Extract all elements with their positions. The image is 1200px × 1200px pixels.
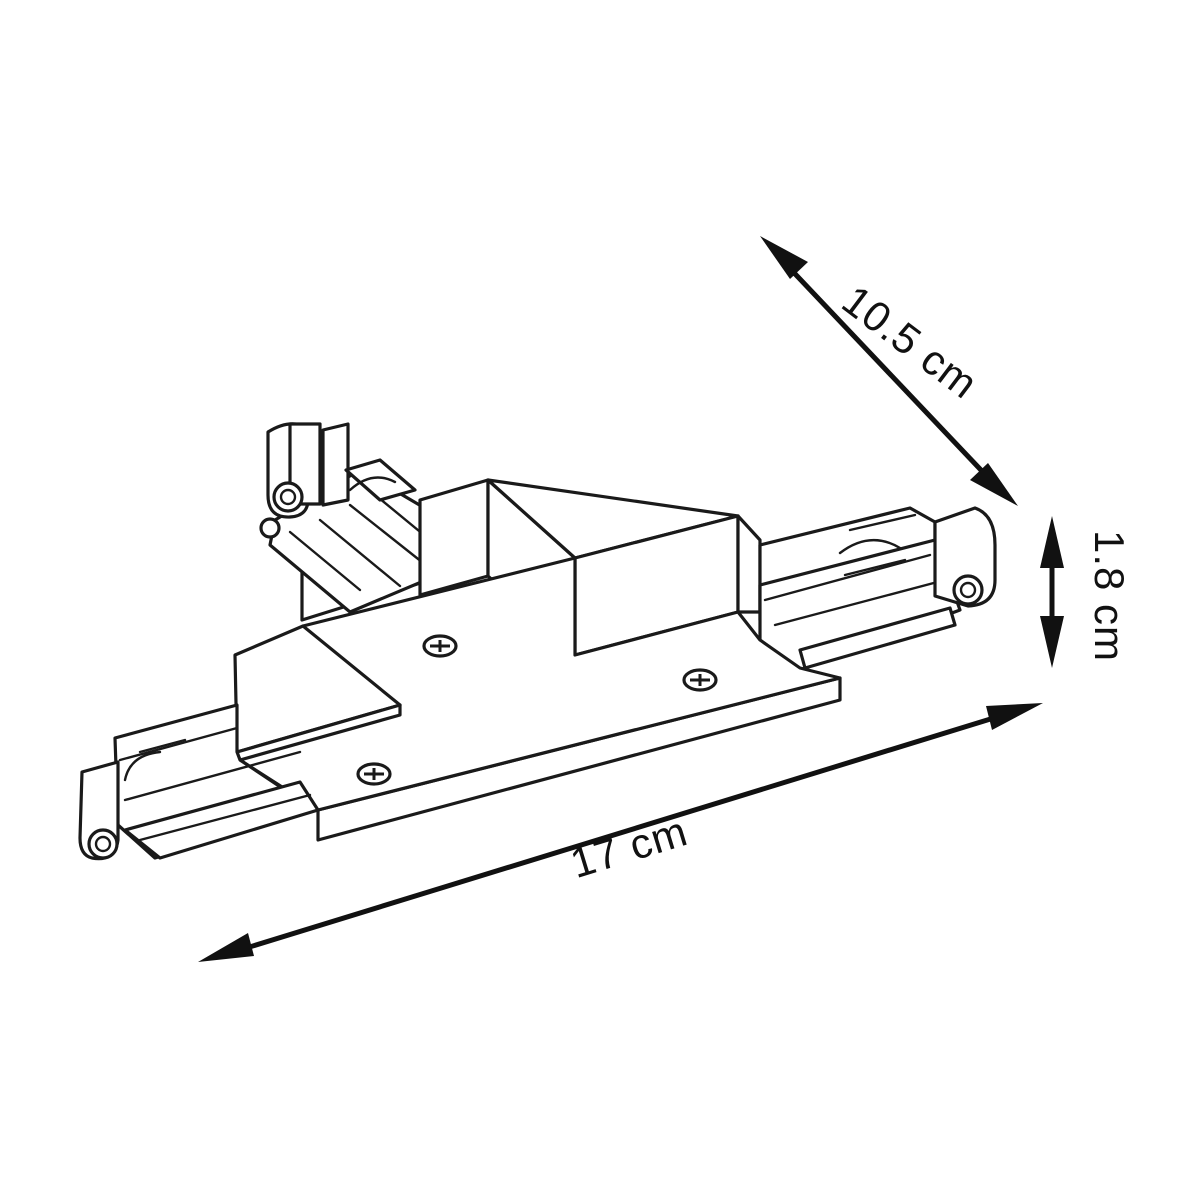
height-arrowhead-top — [1040, 516, 1064, 568]
left-adapter — [78, 703, 320, 861]
right-adapter — [758, 506, 997, 672]
length-arrowhead-right — [986, 703, 1043, 730]
screw-right — [682, 668, 718, 692]
height-label: 1.8 cm — [1086, 530, 1133, 663]
top-branch-adapter — [259, 422, 447, 622]
height-dimension-arrow — [1040, 516, 1064, 668]
width-arrowhead-bottom — [970, 463, 1018, 506]
base-plate — [233, 556, 842, 842]
screw-top — [422, 634, 458, 658]
length-dimension-arrow — [198, 703, 1043, 962]
width-arrowhead-top — [760, 236, 808, 279]
width-dimension-arrow — [760, 236, 1018, 506]
height-arrowhead-bottom — [1040, 616, 1064, 668]
length-arrowhead-left — [198, 933, 254, 962]
screw-left — [356, 762, 392, 786]
main-housing — [418, 478, 762, 657]
